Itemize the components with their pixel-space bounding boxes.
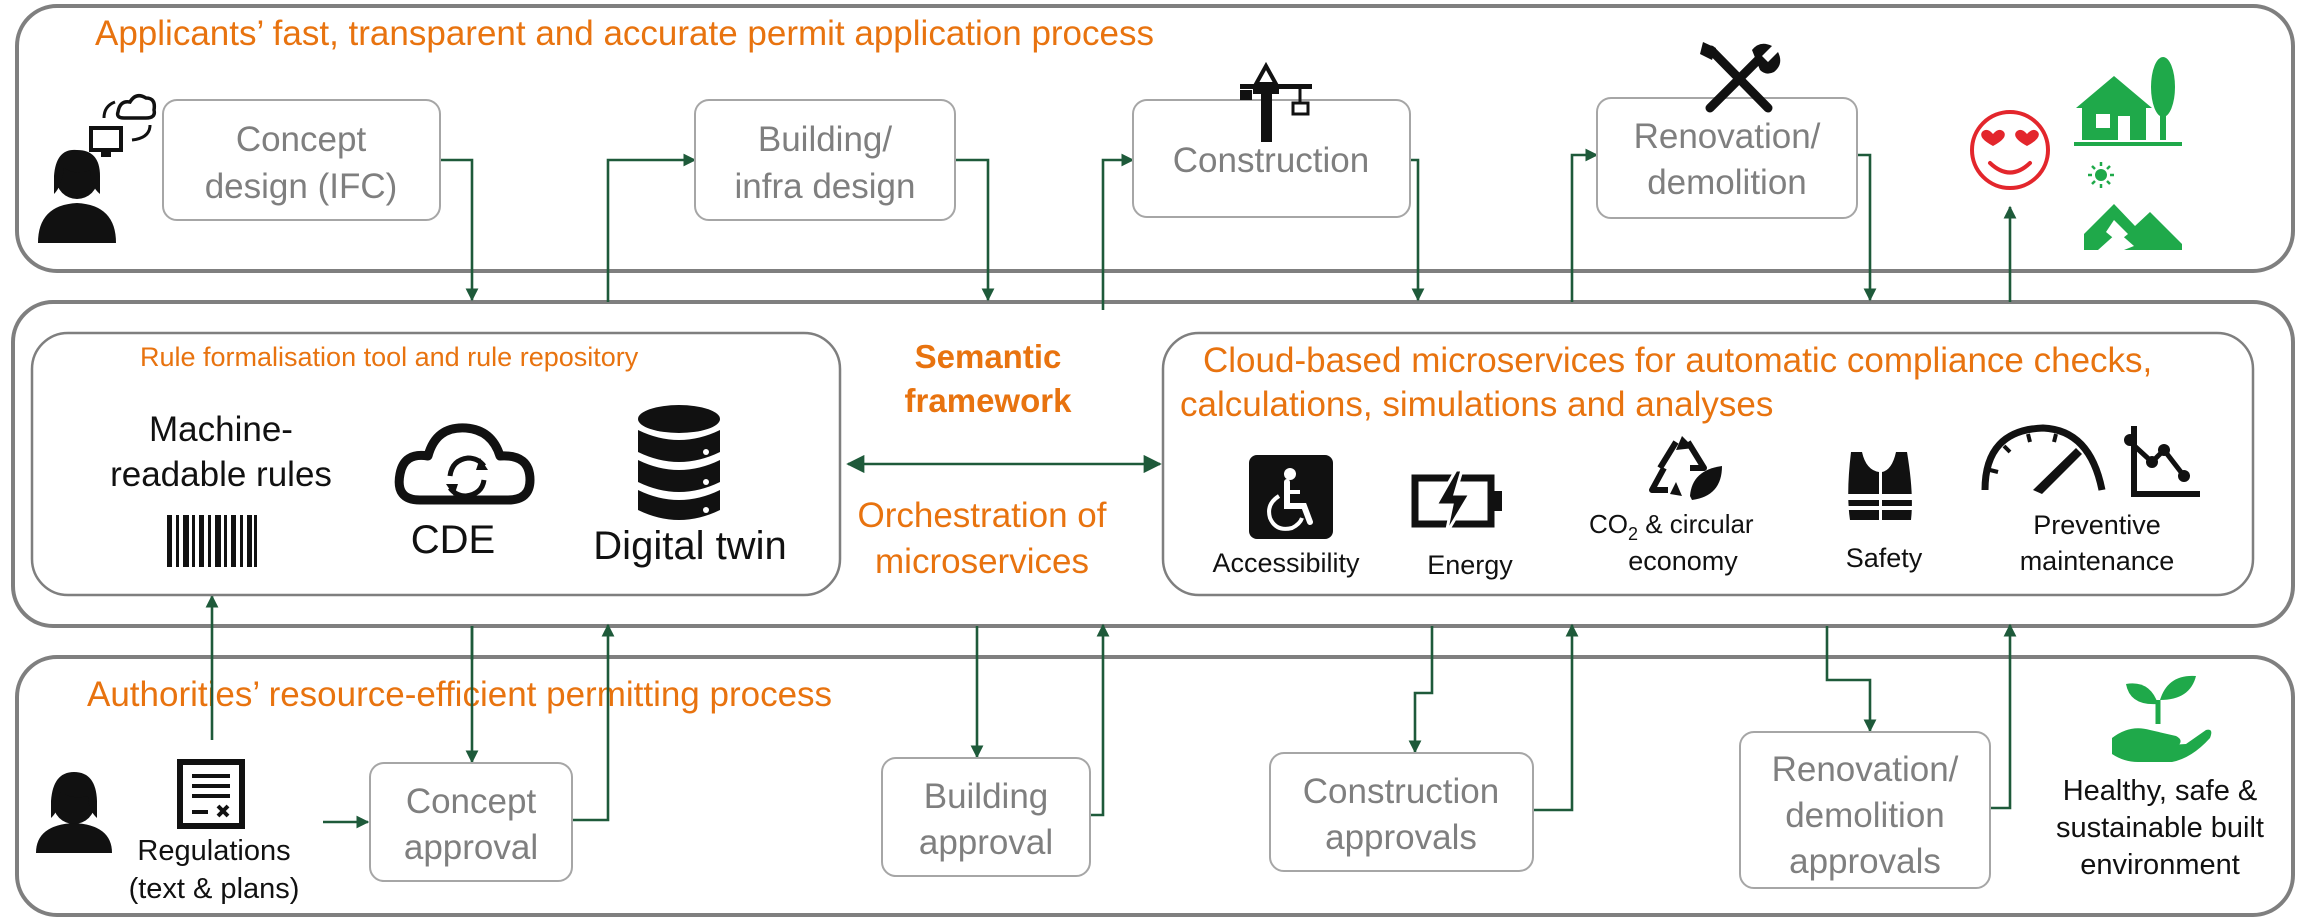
semantic-framework-line1: Semantic — [915, 338, 1062, 375]
concept-approval-box — [369, 762, 573, 882]
maintenance-line1: Preventive — [2033, 510, 2161, 540]
recycle-leaf-icon — [1649, 436, 1722, 500]
construction-approvals-line2: approvals — [1325, 818, 1477, 857]
outcome-line2: sustainable built — [2056, 812, 2264, 844]
concept-approval-line1: Concept — [406, 782, 537, 821]
renovation-box — [1596, 97, 1858, 219]
barcode-icon — [167, 515, 257, 567]
orchestration-line2: microservices — [875, 542, 1089, 581]
renovation-line1: Renovation/ — [1634, 117, 1821, 156]
hand-with-plant-icon — [2112, 675, 2212, 762]
concept-approval-line2: approval — [404, 828, 538, 867]
heart-eyes-smiley-icon — [1970, 110, 2050, 190]
renovation-approvals-line1: Renovation/ — [1772, 750, 1959, 789]
maintenance-line2: maintenance — [2020, 546, 2175, 576]
arrow-concept-design-down — [440, 158, 479, 302]
construction-label: Construction — [1173, 141, 1369, 180]
building-approval-box — [881, 757, 1091, 877]
database-icon — [638, 405, 720, 520]
concept-design-box — [162, 99, 441, 221]
safety-label: Safety — [1846, 543, 1923, 573]
renovation-approvals-line2: demolition — [1785, 796, 1945, 835]
rules-panel-title: Rule formalisation tool and rule reposit… — [140, 342, 639, 372]
arrow-building-design-down — [955, 158, 995, 302]
gauge-chart-icon — [1981, 424, 2200, 497]
arrow-renovation-down — [1857, 153, 1877, 302]
concept-design-line2: design (IFC) — [205, 167, 398, 206]
accessibility-label: Accessibility — [1212, 548, 1360, 578]
arrow-to-building-design — [606, 153, 697, 302]
green-house-icon — [2074, 57, 2182, 146]
arrow-to-renovation-approvals — [1825, 626, 1877, 733]
orchestration-line1: Orchestration of — [858, 496, 1107, 535]
cloud-panel-title-line1: Cloud-based microservices for automatic … — [1203, 341, 2152, 380]
co2-label-line2: economy — [1628, 546, 1738, 576]
wrench-screwdriver-icon — [1700, 42, 1781, 113]
renovation-approvals-box — [1739, 731, 1991, 889]
safety-vest-icon — [1848, 452, 1912, 520]
digital-twin-label: Digital twin — [593, 524, 786, 568]
authorities-lane — [15, 655, 2295, 917]
regulations-line2: (text & plans) — [129, 873, 300, 905]
officer-person-icon — [36, 772, 112, 853]
renovation-line2: demolition — [1647, 163, 1807, 202]
co2-label-line1: CO2 & circular — [1589, 509, 1754, 544]
energy-label: Energy — [1427, 550, 1513, 580]
arrow-building-approval-up — [1090, 623, 1110, 817]
building-design-box — [694, 99, 956, 221]
arrow-to-construction-approvals — [1408, 626, 1434, 754]
outcome-line3: environment — [2080, 849, 2240, 881]
regulations-document-icon — [177, 759, 245, 829]
cloud-panel-title-line2: calculations, simulations and analyses — [1180, 385, 1773, 424]
regulations-line1: Regulations — [137, 835, 290, 867]
flow-arrows — [205, 148, 2017, 829]
cloud-microservices-panel — [1161, 331, 2255, 597]
green-landscape-icon — [2084, 162, 2182, 250]
applicant-person-computer-icon — [38, 94, 157, 243]
construction-approvals-line1: Construction — [1303, 772, 1499, 811]
authorities-lane-title: Authorities’ resource-efficient permitti… — [87, 675, 832, 714]
concept-design-line1: Concept — [236, 120, 367, 159]
cde-label: CDE — [411, 518, 495, 562]
wheelchair-icon — [1249, 455, 1333, 539]
machine-rules-line2: readable rules — [110, 455, 332, 494]
building-design-line2: infra design — [735, 167, 916, 206]
building-approval-line1: Building — [924, 777, 1049, 816]
building-design-line1: Building/ — [758, 120, 893, 159]
construction-approvals-box — [1269, 752, 1534, 872]
tower-crane-icon — [1240, 61, 1312, 142]
semantic-framework-line2: framework — [905, 382, 1073, 419]
arrow-construction-down — [1410, 158, 1425, 302]
battery-bolt-icon — [1411, 468, 1502, 535]
arrow-construction-approvals-up — [1533, 623, 1579, 812]
arrow-to-construction — [1101, 153, 1135, 310]
arrow-renovation-approvals-up — [1990, 623, 2017, 810]
applicants-lane-title: Applicants’ fast, transparent and accura… — [95, 14, 1154, 53]
arrow-to-renovation — [1570, 148, 1599, 302]
cloud-sync-icon — [394, 423, 535, 505]
machine-rules-line1: Machine- — [149, 410, 293, 449]
renovation-approvals-line3: approvals — [1789, 842, 1941, 881]
arrow-concept-approval-up — [572, 623, 615, 822]
outcome-line1: Healthy, safe & — [2063, 775, 2258, 807]
building-approval-line2: approval — [919, 823, 1053, 862]
